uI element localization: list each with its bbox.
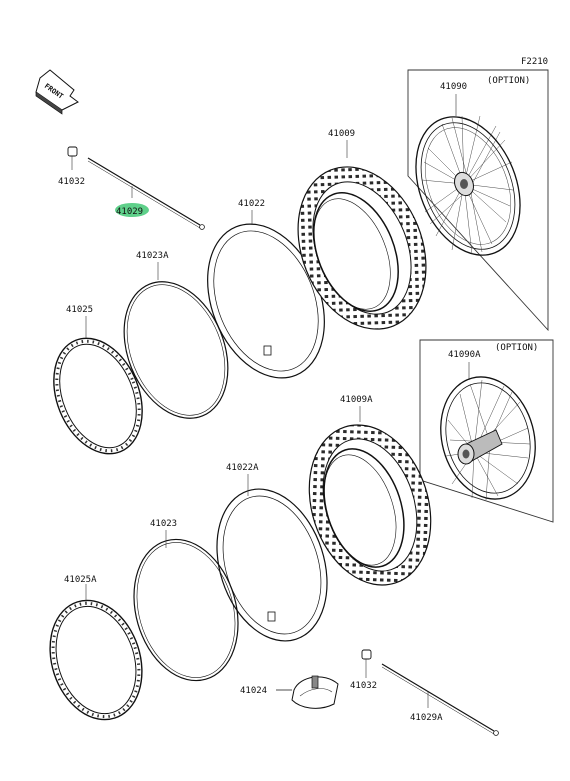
front-arrow: FRONT bbox=[35, 69, 79, 115]
rim-band-bottom bbox=[133, 530, 239, 682]
label-41025A: 41025A bbox=[64, 575, 97, 585]
highlight-marker bbox=[115, 203, 149, 217]
label-41090: 41090 bbox=[440, 82, 467, 92]
label-41023: 41023 bbox=[150, 519, 177, 529]
label-41009A: 41009A bbox=[340, 395, 373, 405]
label-41029A: 41029A bbox=[410, 713, 443, 723]
rim-bottom bbox=[49, 584, 143, 721]
option-box-bottom bbox=[419, 339, 554, 523]
rim-lock bbox=[276, 675, 339, 709]
label-41032-top: 41032 bbox=[58, 177, 85, 187]
label-41022: 41022 bbox=[238, 199, 265, 209]
label-41090A: 41090A bbox=[448, 350, 481, 360]
option-label-top: (OPTION) bbox=[487, 76, 530, 86]
label-41024: 41024 bbox=[240, 686, 267, 696]
option-label-bottom: (OPTION) bbox=[495, 343, 538, 353]
label-41029: 41029 bbox=[116, 207, 143, 217]
label-41009: 41009 bbox=[328, 129, 355, 139]
wheel-bottom bbox=[440, 376, 536, 501]
inner-tube-bottom bbox=[216, 474, 328, 642]
label-41025: 41025 bbox=[66, 305, 93, 315]
label-41032-bottom: 41032 bbox=[350, 681, 377, 691]
spoke-nipple-bottom bbox=[361, 649, 372, 678]
spoke-top bbox=[87, 157, 205, 230]
wheel-top bbox=[415, 115, 521, 256]
spoke-nipple-top bbox=[67, 146, 78, 170]
tire-top bbox=[297, 140, 427, 330]
rim-band-top bbox=[123, 262, 229, 419]
rim-top bbox=[53, 316, 143, 455]
option-box-top bbox=[407, 69, 549, 332]
label-41023A: 41023A bbox=[136, 251, 169, 261]
spoke-bottom bbox=[381, 663, 499, 736]
figure-code: F2210 bbox=[521, 57, 548, 67]
label-41022A: 41022A bbox=[226, 463, 259, 473]
tire-bottom bbox=[308, 406, 432, 586]
